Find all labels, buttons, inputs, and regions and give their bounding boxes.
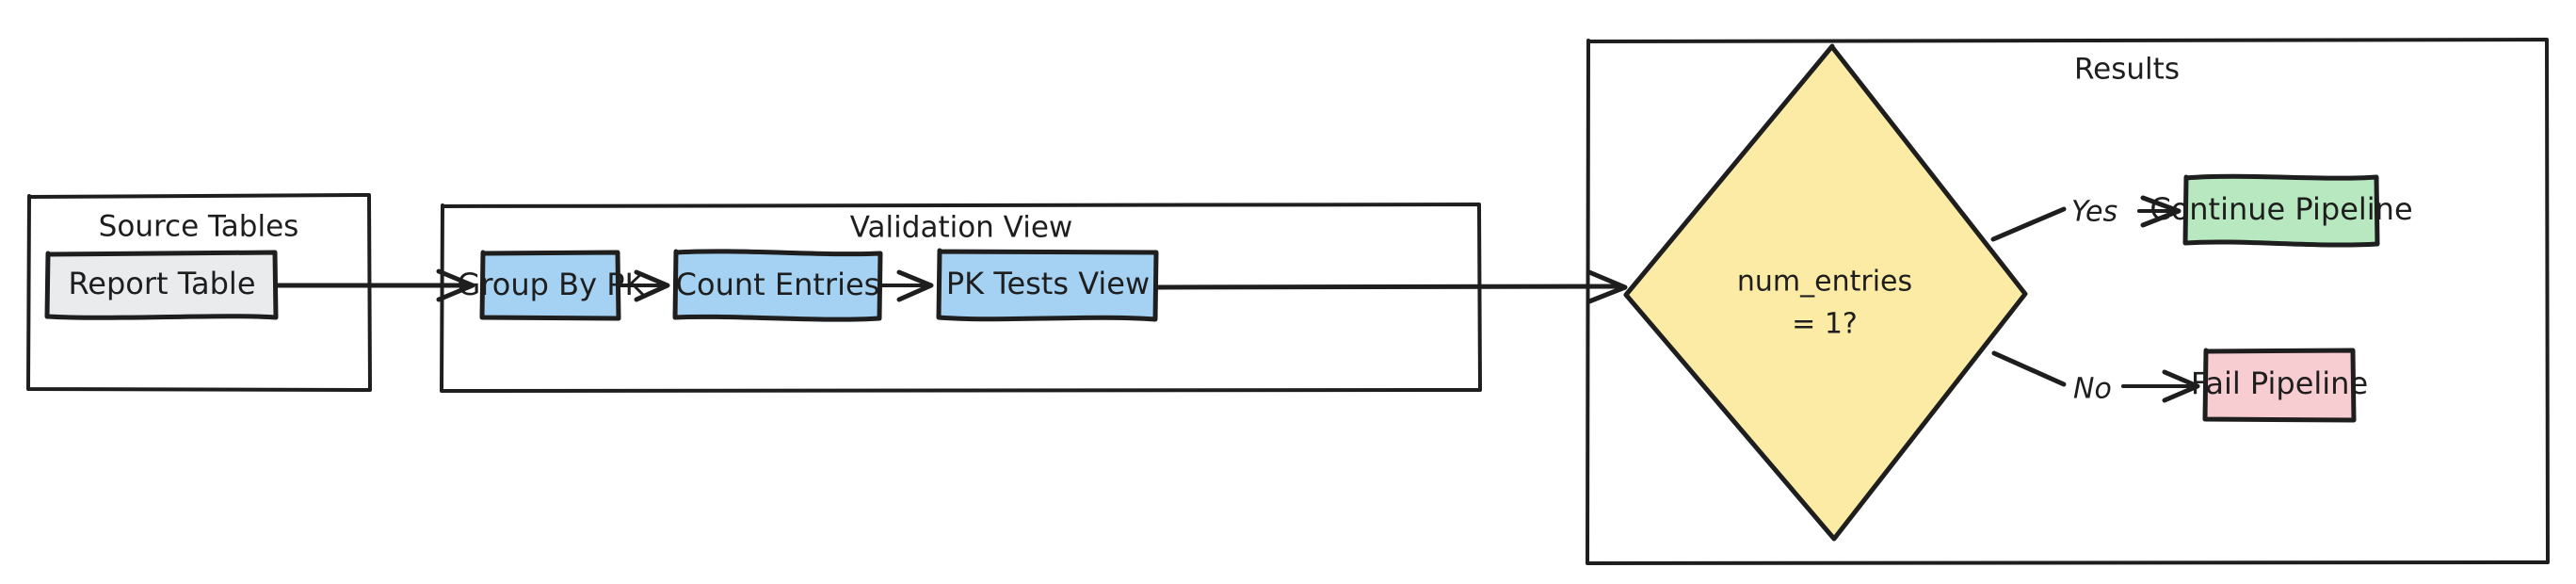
results-title: Results bbox=[2074, 53, 2180, 87]
count-entries-frame bbox=[672, 249, 883, 322]
arrow-head-icon bbox=[2140, 195, 2182, 228]
validation-view-title: Validation View bbox=[850, 211, 1073, 245]
decision-diamond-frame bbox=[1623, 43, 2028, 542]
decision-label-line-1: num_entries bbox=[1737, 266, 1912, 299]
fail-pipeline-frame bbox=[2202, 348, 2357, 423]
source-tables-frame bbox=[26, 193, 372, 392]
edge-pk-tests-view-to-decision bbox=[1154, 269, 1628, 304]
pk-tests-view-fill bbox=[939, 251, 1156, 319]
edge-decision-to-continue-pipeline: Yes bbox=[1990, 195, 2182, 242]
node-report-table[interactable]: Report Table bbox=[44, 250, 279, 320]
group-validation-view: Validation View bbox=[440, 203, 1482, 393]
continue-pipeline-label: Continue Pipeline bbox=[2149, 191, 2412, 227]
arrow-head-icon bbox=[1586, 269, 1628, 304]
arrow-head-icon bbox=[896, 269, 934, 302]
node-fail-pipeline[interactable]: Fail Pipeline bbox=[2191, 348, 2368, 423]
group-source-tables: Source Tables bbox=[26, 193, 372, 392]
edge-label-no: No bbox=[2073, 373, 2112, 406]
group-results: Results bbox=[1586, 38, 2550, 565]
node-pk-tests-view[interactable]: PK Tests View bbox=[936, 248, 1159, 322]
edge-report-table-to-group-by-pk bbox=[273, 268, 475, 302]
arrow-head-icon bbox=[634, 269, 670, 302]
group-by-pk-fill bbox=[482, 252, 619, 318]
count-entries-label: Count Entries bbox=[676, 267, 880, 302]
edge-decision-to-fail-pipeline: No bbox=[1991, 350, 2200, 406]
pk-tests-view-label: PK Tests View bbox=[946, 266, 1150, 301]
validation-view-frame bbox=[440, 203, 1482, 393]
decision-label-line-2: = 1? bbox=[1792, 308, 1858, 341]
continue-pipeline-fill bbox=[2185, 177, 2377, 244]
arrow-head-icon bbox=[436, 268, 475, 302]
report-table-frame bbox=[44, 250, 279, 320]
arrow-head-icon bbox=[2162, 369, 2200, 403]
edge-line-yes bbox=[1990, 206, 2067, 242]
edge-group-by-pk-to-count-entries bbox=[618, 269, 670, 302]
node-continue-pipeline[interactable]: Continue Pipeline bbox=[2149, 173, 2413, 248]
continue-pipeline-frame bbox=[2182, 173, 2380, 248]
node-num-entries-decision[interactable]: num_entries = 1? bbox=[1623, 43, 2028, 542]
edge-count-entries-to-pk-tests-view bbox=[879, 269, 934, 302]
node-count-entries[interactable]: Count Entries bbox=[672, 249, 883, 322]
report-table-fill bbox=[47, 252, 276, 317]
results-frame bbox=[1586, 38, 2550, 565]
source-tables-title: Source Tables bbox=[99, 210, 299, 244]
group-by-pk-frame bbox=[479, 250, 621, 321]
count-entries-fill bbox=[675, 252, 880, 318]
node-group-by-pk[interactable]: Group By PK bbox=[458, 250, 646, 321]
report-table-label: Report Table bbox=[69, 266, 256, 301]
edge-line-no bbox=[1991, 350, 2067, 387]
fail-pipeline-label: Fail Pipeline bbox=[2191, 365, 2368, 401]
pk-tests-view-frame bbox=[936, 248, 1159, 322]
edge-line bbox=[1154, 284, 1624, 290]
group-by-pk-label: Group By PK bbox=[458, 267, 646, 302]
fail-pipeline-fill bbox=[2205, 350, 2354, 420]
edge-label-yes: Yes bbox=[2071, 196, 2117, 229]
